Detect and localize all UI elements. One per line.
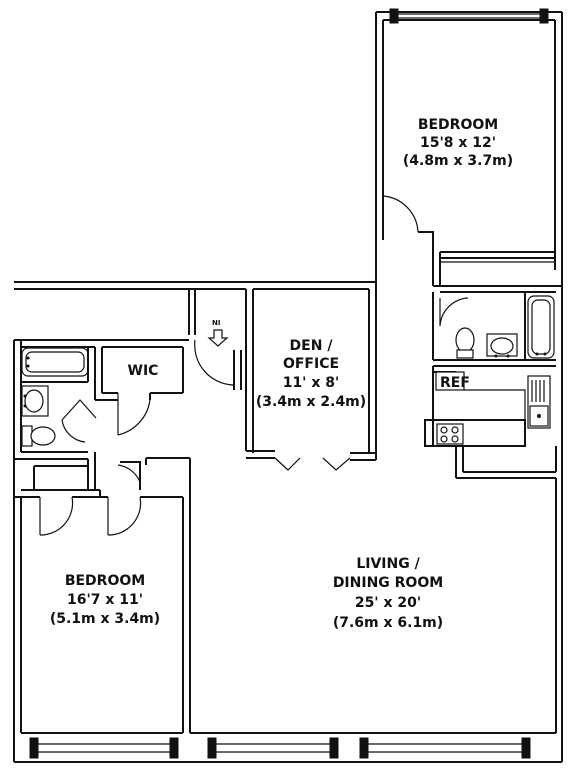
svg-text:15'8 x 12': 15'8 x 12'	[420, 135, 496, 151]
svg-text:BEDROOM: BEDROOM	[418, 117, 498, 133]
svg-text:WIC: WIC	[128, 363, 159, 379]
bath-right	[432, 292, 556, 367]
svg-text:OFFICE: OFFICE	[283, 356, 339, 372]
room-label-bedroom-top: BEDROOM 15'8 x 12' (4.8m x 3.7m)	[403, 117, 513, 169]
svg-text:LIVING /: LIVING /	[356, 556, 420, 572]
top-window	[389, 8, 549, 24]
svg-text:16'7 x 11': 16'7 x 11'	[67, 592, 143, 608]
room-label-den: DEN / OFFICE 11' x 8' (3.4m x 2.4m)	[256, 338, 366, 410]
svg-text:25' x 20': 25' x 20'	[355, 595, 421, 611]
ref-label: REF	[440, 375, 470, 391]
svg-text:(7.6m x 6.1m): (7.6m x 6.1m)	[333, 615, 443, 631]
left-bath	[13, 339, 189, 762]
svg-text:(4.8m x 3.7m): (4.8m x 3.7m)	[403, 153, 513, 169]
corridor-walls	[14, 281, 376, 451]
svg-text:DINING ROOM: DINING ROOM	[333, 575, 443, 591]
bottom-windows	[29, 737, 531, 759]
room-label-bedroom-left: BEDROOM 16'7 x 11' (5.1m x 3.4m)	[50, 573, 160, 627]
svg-text:BEDROOM: BEDROOM	[65, 573, 145, 589]
svg-text:DEN /: DEN /	[290, 338, 334, 354]
entry-door	[194, 329, 242, 390]
closets	[14, 452, 191, 733]
top-bedroom-door	[382, 195, 434, 246]
top-bedroom-walls	[375, 11, 563, 478]
wic	[94, 346, 184, 436]
svg-text:(5.1m x 3.4m): (5.1m x 3.4m)	[50, 611, 160, 627]
svg-text:(3.4m x 2.4m): (3.4m x 2.4m)	[256, 394, 366, 410]
den-walls	[246, 240, 377, 471]
room-label-living: LIVING / DINING ROOM 25' x 20' (7.6m x 6…	[333, 556, 443, 631]
entry-label: NI	[212, 319, 220, 327]
room-label-wic: WIC	[128, 363, 159, 379]
svg-text:11' x 8': 11' x 8'	[283, 375, 340, 391]
living-walls	[14, 478, 563, 763]
kitchen	[424, 366, 557, 479]
